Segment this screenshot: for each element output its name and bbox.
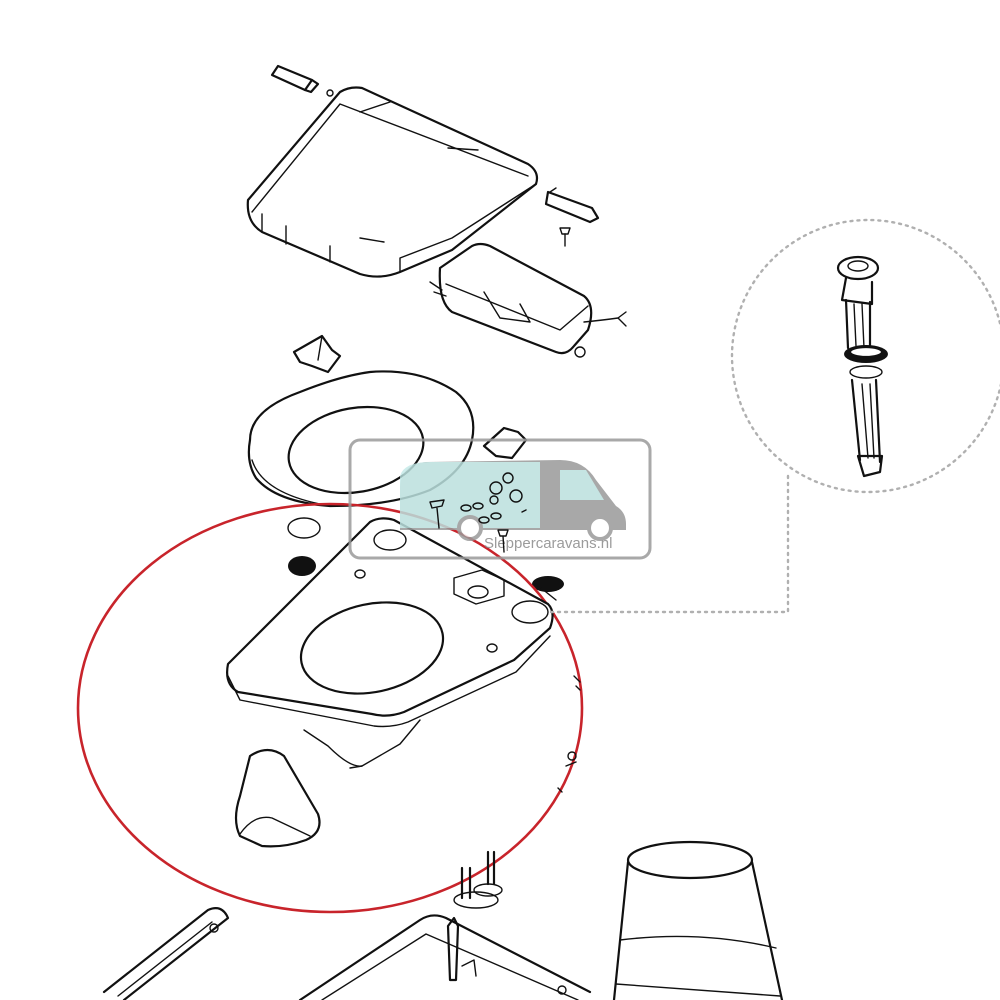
- seat-clip-right: [482, 426, 528, 460]
- highlight-circle: [76, 502, 584, 914]
- hinge-pin-right: [544, 187, 600, 224]
- side-hardware: [557, 675, 581, 793]
- hinge-housing: [429, 242, 627, 358]
- toilet-lid: [246, 86, 539, 278]
- watermark-frame: [348, 438, 652, 560]
- bottom-base: [298, 914, 592, 1000]
- plug-caps: [287, 517, 564, 601]
- bowl-top-plate: [226, 517, 554, 769]
- level-indicator-rod: [836, 255, 888, 478]
- watermark-wheel-front: [587, 515, 613, 541]
- mounting-posts: [453, 850, 503, 909]
- bowl-funnel: [234, 748, 321, 848]
- small-screw-top: [559, 227, 571, 247]
- seat-clip: [292, 334, 342, 374]
- hinge-pin-left: [270, 64, 334, 97]
- holding-tank: [612, 840, 784, 1000]
- watermark-van-window: [400, 462, 540, 528]
- watermark-text: Sleppercaravans.nl: [484, 535, 612, 552]
- watermark-wheel-rear: [457, 515, 483, 541]
- bottom-handle: [102, 907, 230, 1000]
- watermark-logo: Sleppercaravans.nl: [348, 438, 652, 560]
- screws-and-nuts: [429, 472, 527, 553]
- detail-callout: [546, 218, 1000, 614]
